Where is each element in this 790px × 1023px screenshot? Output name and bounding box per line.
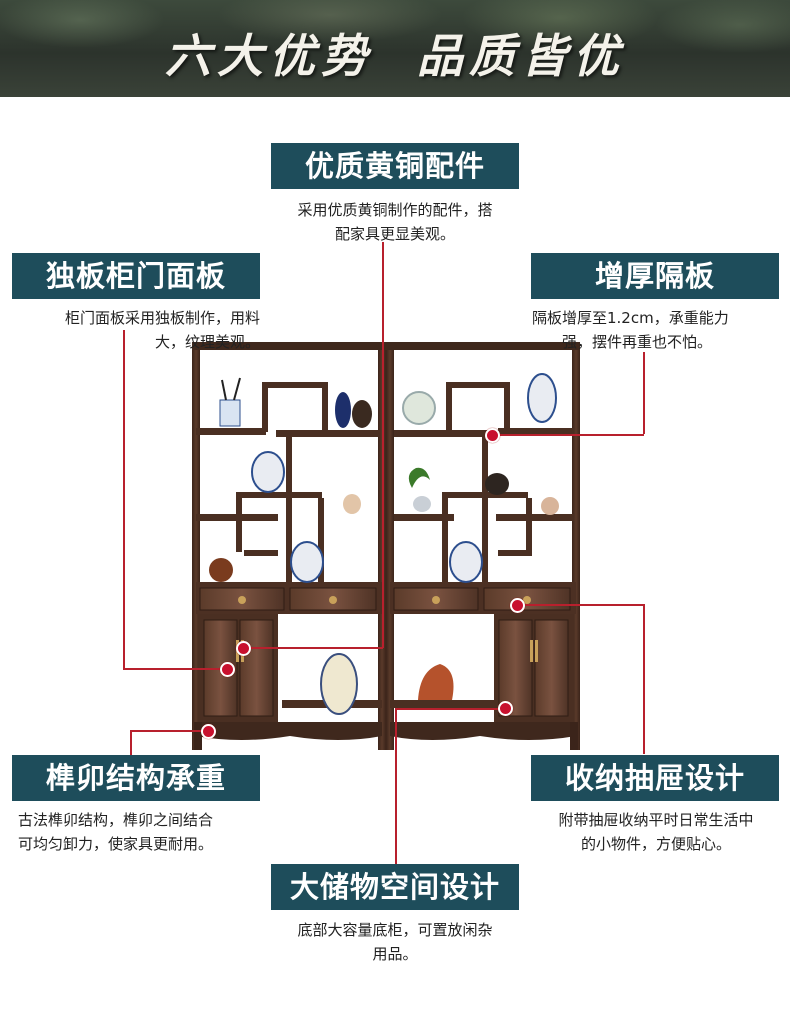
connector-door-h (123, 668, 227, 670)
desc-line: 的小物件，方便贴心。 (580, 835, 731, 853)
connector-drawer-h (517, 604, 645, 606)
connector-brass (382, 242, 384, 648)
connector-shelf-h (492, 434, 644, 436)
feature-desc-shelf: 隔板增厚至1.2cm，承重能力 强，摆件再重也不怕。 (532, 306, 782, 354)
marker-dot-joinery (201, 724, 216, 739)
desc-line: 用品。 (372, 945, 418, 963)
feature-title-shelf: 增厚隔板 (531, 253, 779, 299)
desc-line: 大，纹理美观。 (154, 333, 260, 351)
feature-desc-joinery: 古法榫卯结构，榫卯之间结合 可均匀卸力，使家具更耐用。 (18, 808, 268, 856)
feature-title-drawer: 收纳抽屉设计 (531, 755, 779, 801)
connector-storage-v (395, 708, 397, 864)
desc-line: 附带抽屉收纳平时日常生活中 (558, 811, 754, 829)
decor-objects (209, 373, 559, 715)
right-cabinet (386, 342, 580, 750)
feature-desc-brass: 采用优质黄铜制作的配件，搭 配家具更显美观。 (270, 198, 520, 246)
connector-brass-h (243, 647, 383, 649)
connector-storage-h (395, 708, 507, 710)
header-banner: 六大优势 品质皆优 (0, 0, 790, 97)
desc-line: 采用优质黄铜制作的配件，搭 (297, 201, 493, 219)
feature-title-door: 独板柜门面板 (12, 253, 260, 299)
feature-desc-drawer: 附带抽屉收纳平时日常生活中 的小物件，方便贴心。 (530, 808, 782, 856)
desc-line: 底部大容量底柜，可置放闲杂 (297, 921, 493, 939)
connector-door-v (123, 330, 125, 668)
marker-dot-shelf (485, 428, 500, 443)
desc-line: 柜门面板采用独板制作，用料 (64, 309, 260, 327)
feature-title-storage: 大储物空间设计 (271, 864, 519, 910)
marker-dot-brass (236, 641, 251, 656)
desc-line: 可均匀卸力，使家具更耐用。 (18, 835, 214, 853)
banner-title: 六大优势 品质皆优 (164, 29, 626, 83)
feature-desc-storage: 底部大容量底柜，可置放闲杂 用品。 (270, 918, 520, 966)
feature-title-brass: 优质黄铜配件 (271, 143, 519, 189)
marker-dot-storage (498, 701, 513, 716)
feature-title-joinery: 榫卯结构承重 (12, 755, 260, 801)
connector-drawer-v (643, 604, 645, 754)
desc-line: 古法榫卯结构，榫卯之间结合 (18, 811, 214, 829)
connector-joinery-v (130, 730, 132, 758)
feature-desc-door: 柜门面板采用独板制作，用料 大，纹理美观。 (12, 306, 260, 354)
marker-dot-door (220, 662, 235, 677)
marker-dot-drawer (510, 598, 525, 613)
desc-line: 强，摆件再重也不怕。 (562, 333, 713, 351)
desc-line: 配家具更显美观。 (334, 225, 455, 243)
connector-joinery-h (130, 730, 208, 732)
desc-line: 隔板增厚至1.2cm，承重能力 (532, 309, 729, 327)
connector-shelf-v (643, 352, 645, 434)
